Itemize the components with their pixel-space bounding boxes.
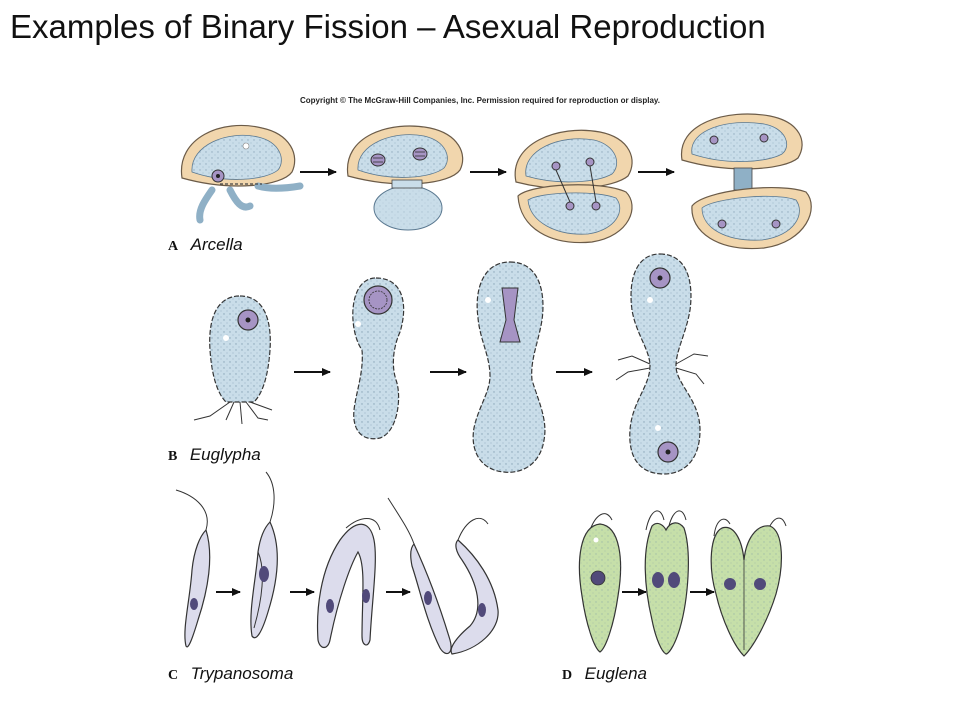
arcella-stage-3 bbox=[514, 129, 633, 244]
euglypha-stage-3 bbox=[472, 261, 546, 473]
arcella-stage-2 bbox=[346, 125, 464, 231]
arcella-stage-4 bbox=[681, 113, 812, 250]
panel-organism-name: Euglena bbox=[584, 664, 648, 683]
panel-letter: B bbox=[168, 449, 178, 464]
copyright-notice: Copyright © The McGraw-Hill Companies, I… bbox=[299, 96, 661, 105]
slide-title: Examples of Binary Fission – Asexual Rep… bbox=[10, 8, 766, 45]
panel-letter: C bbox=[168, 668, 179, 683]
euglena-stage-1 bbox=[578, 513, 622, 653]
panel-letter: A bbox=[168, 239, 179, 254]
panel-organism-name: Arcella bbox=[190, 235, 243, 254]
trypanosoma-stage-1 bbox=[175, 489, 211, 648]
trypanosoma-stage-3 bbox=[316, 518, 381, 649]
arcella-stage-1 bbox=[180, 124, 304, 224]
panel-organism-name: Euglypha bbox=[189, 445, 261, 464]
trypanosoma-stage-2 bbox=[250, 471, 278, 639]
panel-label-c: C Trypanosoma bbox=[168, 664, 293, 684]
euglena-stage-2 bbox=[644, 510, 689, 655]
panel-label-a: A Arcella bbox=[168, 235, 243, 255]
euglypha-stage-1 bbox=[193, 295, 273, 425]
euglypha-stage-4 bbox=[615, 253, 709, 475]
panel-label-d: D Euglena bbox=[562, 664, 647, 684]
euglena-stage-3 bbox=[710, 517, 787, 657]
euglypha-stage-2 bbox=[352, 277, 405, 440]
panel-label-b: B Euglypha bbox=[168, 445, 261, 465]
panel-letter: D bbox=[562, 668, 573, 683]
panel-organism-name: Trypanosoma bbox=[190, 664, 294, 683]
trypanosoma-stage-4 bbox=[387, 497, 499, 655]
